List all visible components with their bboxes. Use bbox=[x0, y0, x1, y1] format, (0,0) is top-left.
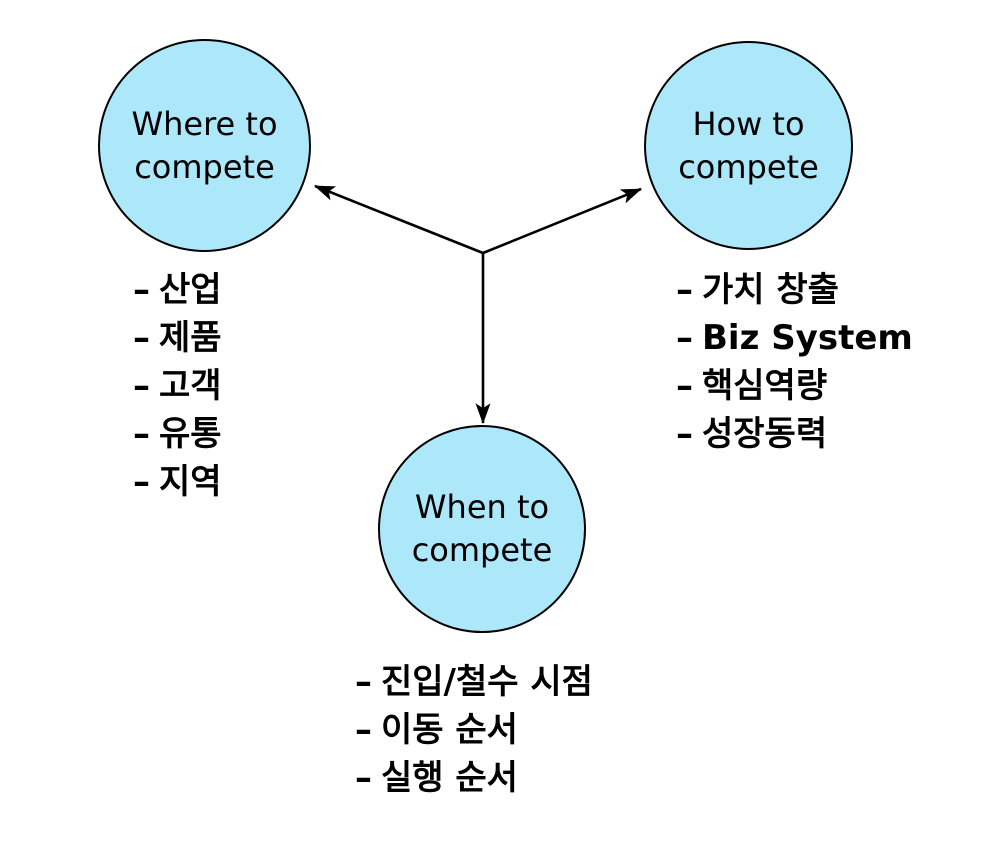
list-item: – Biz System bbox=[676, 314, 913, 362]
list-item: – 진입/철수 시점 bbox=[355, 658, 593, 706]
bullet-label: 가치 창출 bbox=[702, 270, 839, 310]
arrow-hub-to-where bbox=[314, 184, 484, 255]
list-item: – 핵심역량 bbox=[676, 362, 913, 410]
list-item: – 산업 bbox=[133, 266, 222, 314]
bullet-dash-icon: – bbox=[133, 318, 150, 358]
bullet-label: 고객 bbox=[159, 366, 222, 406]
node-when-label-line1: When to bbox=[414, 488, 550, 526]
bullet-dash-icon: – bbox=[355, 710, 372, 750]
bullet-dash-icon: – bbox=[133, 414, 150, 454]
bullet-dash-icon: – bbox=[133, 270, 150, 310]
arrow-hub-to-how bbox=[482, 187, 642, 255]
bullet-label: 성장동력 bbox=[702, 414, 828, 454]
bullet-label: 제품 bbox=[159, 318, 222, 358]
bullet-dash-icon: – bbox=[676, 414, 693, 454]
list-item: – 이동 순서 bbox=[355, 706, 593, 754]
bullet-dash-icon: – bbox=[355, 662, 372, 702]
list-item: – 고객 bbox=[133, 362, 222, 410]
bullet-list-where: – 산업 – 제품 – 고객 – 유통 – 지역 bbox=[133, 266, 222, 506]
bullet-dash-icon: – bbox=[676, 318, 693, 358]
node-where-label-line1: Where to bbox=[131, 104, 278, 143]
bullet-label: 실행 순서 bbox=[381, 758, 518, 798]
node-how-label-line2: compete bbox=[678, 147, 819, 186]
list-item: – 가치 창출 bbox=[676, 266, 913, 314]
bullet-dash-icon: – bbox=[133, 366, 150, 406]
bullet-label: 핵심역량 bbox=[702, 366, 828, 406]
node-when-to-compete[interactable]: When to compete bbox=[378, 425, 586, 633]
bullet-label: 이동 순서 bbox=[381, 710, 518, 750]
bullet-list-how: – 가치 창출 – Biz System – 핵심역량 – 성장동력 bbox=[676, 266, 913, 458]
list-item: – 제품 bbox=[133, 314, 222, 362]
list-item: – 유통 bbox=[133, 410, 222, 458]
node-how-label-line1: How to bbox=[692, 104, 805, 143]
list-item: – 성장동력 bbox=[676, 410, 913, 458]
bullet-label: 유통 bbox=[159, 414, 222, 454]
bullet-dash-icon: – bbox=[355, 758, 372, 798]
node-where-label-line2: compete bbox=[134, 147, 275, 186]
node-where-to-compete[interactable]: Where to compete bbox=[98, 39, 311, 252]
node-when-label-line2: compete bbox=[411, 531, 553, 569]
list-item: – 실행 순서 bbox=[355, 754, 593, 802]
bullet-dash-icon: – bbox=[676, 366, 693, 406]
bullet-list-when: – 진입/철수 시점 – 이동 순서 – 실행 순서 bbox=[355, 658, 593, 802]
bullet-label: 산업 bbox=[159, 270, 222, 310]
bullet-label: 지역 bbox=[159, 462, 222, 502]
bullet-label: Biz System bbox=[702, 318, 913, 358]
node-how-to-compete[interactable]: How to compete bbox=[644, 41, 853, 250]
bullet-dash-icon: – bbox=[676, 270, 693, 310]
bullet-label: 진입/철수 시점 bbox=[381, 662, 593, 702]
bullet-dash-icon: – bbox=[133, 462, 150, 502]
list-item: – 지역 bbox=[133, 458, 222, 506]
